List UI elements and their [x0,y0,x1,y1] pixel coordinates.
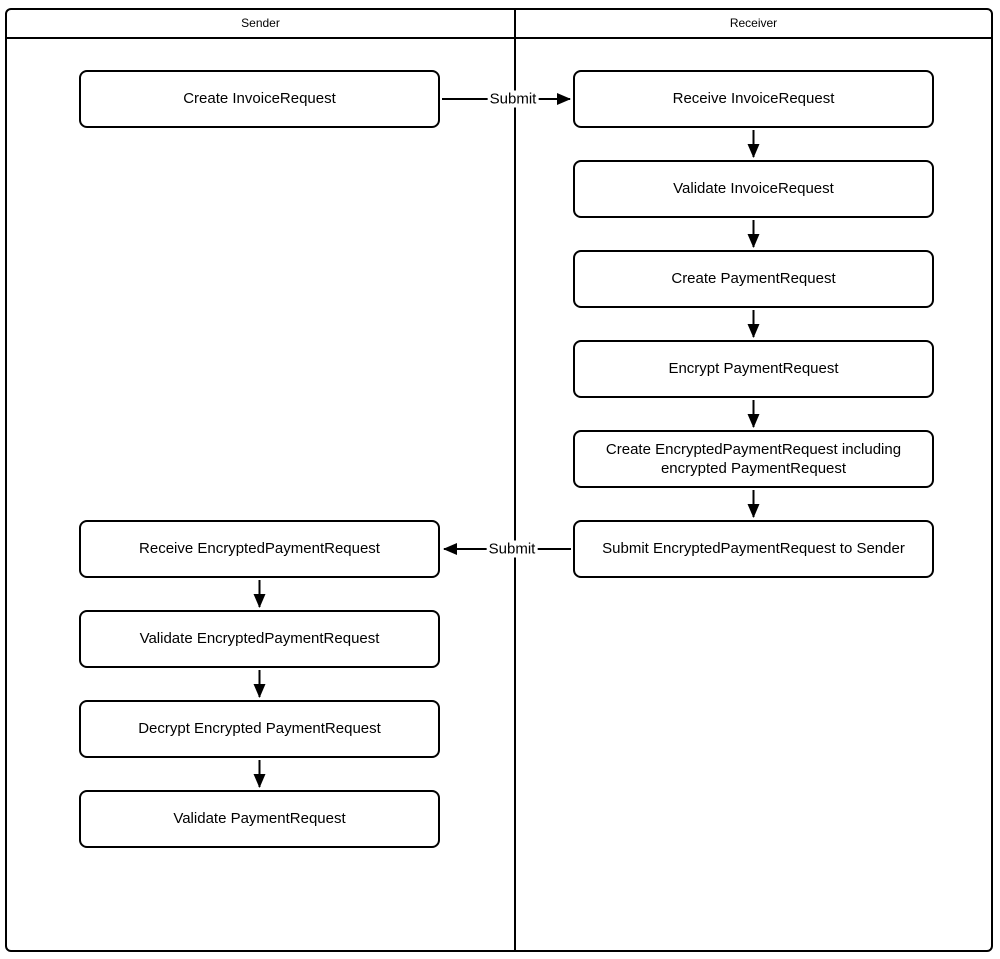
node-label: Validate PaymentRequest [173,810,346,828]
node-label: Decrypt Encrypted PaymentRequest [138,720,381,738]
edge-label-submit-encrypted: Submit [486,540,538,558]
node-create-encryptedpaymentrequest: Create EncryptedPaymentRequest including… [573,430,934,488]
swimlane-frame [5,8,993,952]
node-validate-encryptedpaymentrequest: Validate EncryptedPaymentRequest [79,610,440,668]
node-label: Encrypt PaymentRequest [668,360,839,378]
lane-divider [514,8,516,952]
node-label: Receive EncryptedPaymentRequest [139,540,380,558]
edge-label-submit-invoice: Submit [487,90,539,108]
node-receive-invoicerequest: Receive InvoiceRequest [573,70,934,128]
node-create-paymentrequest: Create PaymentRequest [573,250,934,308]
node-submit-encryptedpaymentrequest: Submit EncryptedPaymentRequest to Sender [573,520,934,578]
node-label: Create InvoiceRequest [183,90,336,108]
node-encrypt-paymentrequest: Encrypt PaymentRequest [573,340,934,398]
lane-header-sender: Sender [241,16,280,30]
node-create-invoicerequest: Create InvoiceRequest [79,70,440,128]
node-label: Receive InvoiceRequest [672,90,835,108]
node-decrypt-encrypted-paymentrequest: Decrypt Encrypted PaymentRequest [79,700,440,758]
node-receive-encryptedpaymentrequest: Receive EncryptedPaymentRequest [79,520,440,578]
lane-header-separator [5,37,993,39]
node-label: Validate EncryptedPaymentRequest [139,630,380,648]
node-label: Validate InvoiceRequest [673,180,834,198]
node-label: Create PaymentRequest [671,270,836,288]
node-label: Submit EncryptedPaymentRequest to Sender [602,540,905,558]
lane-header-receiver: Receiver [729,16,778,30]
node-label: Create EncryptedPaymentRequest including… [605,440,902,478]
node-validate-invoicerequest: Validate InvoiceRequest [573,160,934,218]
node-validate-paymentrequest: Validate PaymentRequest [79,790,440,848]
